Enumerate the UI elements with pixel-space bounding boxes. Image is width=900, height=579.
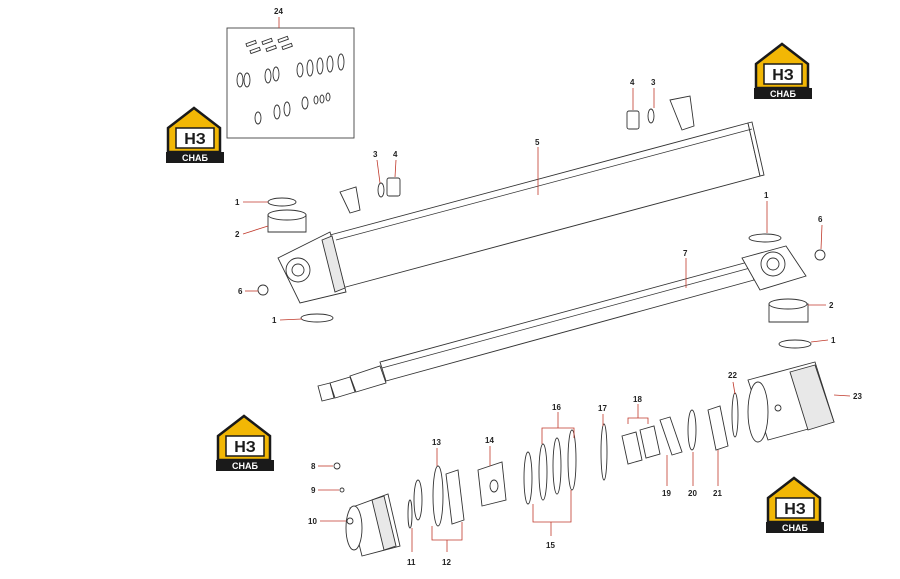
callout-19: 19	[662, 489, 671, 498]
part-14-piston: 14	[477, 436, 507, 507]
part-9-ball: 9	[311, 486, 345, 495]
callout-15: 15	[546, 541, 555, 550]
logo-top-left: НЗ СНАБ	[166, 106, 224, 163]
part-10-piston-nut: 10	[308, 493, 401, 557]
logo-mid-left: НЗ СНАБ	[216, 414, 274, 471]
callout-6-a: 6	[238, 287, 243, 296]
callout-11: 11	[407, 558, 416, 567]
callout-23: 23	[853, 392, 862, 401]
part-8-nut: 8	[311, 462, 341, 471]
logo-top-right: НЗ СНАБ	[754, 42, 812, 99]
logo-bottom-right: НЗ СНАБ	[766, 476, 824, 533]
logo-letters: НЗ	[184, 131, 206, 148]
piston-seal-set: 16 15	[523, 403, 577, 550]
part-17-ring: 17	[598, 404, 608, 481]
callout-6-b: 6	[818, 215, 823, 224]
callout-1-c: 1	[764, 191, 769, 200]
callout-4-lower: 4	[393, 150, 398, 159]
callout-1-a: 1	[235, 198, 240, 207]
callout-18: 18	[633, 395, 642, 404]
callout-12: 12	[442, 558, 451, 567]
logo-subtitle: СНАБ	[182, 153, 208, 163]
callout-1-d: 1	[831, 336, 836, 345]
callout-8: 8	[311, 462, 316, 471]
right-bushing-group: 1 6 2 1	[748, 191, 836, 349]
fitting-upper: 4 3	[626, 78, 656, 130]
piston-rod: 7	[317, 245, 807, 402]
gland-seals: 19 20 21	[659, 405, 729, 498]
callout-3-upper: 3	[651, 78, 656, 87]
callout-14: 14	[485, 436, 494, 445]
parts-12-13-wear-rings: 13 12	[413, 438, 465, 567]
callout-3-lower: 3	[373, 150, 378, 159]
callout-7: 7	[683, 249, 688, 258]
seal-kit-box: 24	[226, 7, 355, 139]
callout-22: 22	[728, 371, 737, 380]
callout-2-b: 2	[829, 301, 834, 310]
logo-subtitle: СНАБ	[770, 89, 796, 99]
callout-20: 20	[688, 489, 697, 498]
callout-10: 10	[308, 517, 317, 526]
callout-13: 13	[432, 438, 441, 447]
logo-subtitle: СНАБ	[782, 523, 808, 533]
callout-4-upper: 4	[630, 78, 635, 87]
callout-1-b: 1	[272, 316, 277, 325]
fitting-lower: 3 4	[373, 150, 401, 198]
cylinder-barrel: 5	[277, 95, 765, 304]
logo-letters: НЗ	[784, 501, 806, 518]
callout-5: 5	[535, 138, 540, 147]
cylinder-head-gland: 22 23	[728, 361, 862, 443]
callout-9: 9	[311, 486, 316, 495]
part-18-bearing: 18	[621, 395, 661, 465]
callout-2-a: 2	[235, 230, 240, 239]
left-bushing-group: 1 2 6 1	[235, 197, 334, 325]
callout-24: 24	[274, 7, 283, 16]
callout-21: 21	[713, 489, 722, 498]
callout-16: 16	[552, 403, 561, 412]
logo-letters: НЗ	[772, 67, 794, 84]
callout-17: 17	[598, 404, 607, 413]
logo-subtitle: СНАБ	[232, 461, 258, 471]
logo-letters: НЗ	[234, 439, 256, 456]
part-11-ring: 11	[407, 499, 416, 567]
